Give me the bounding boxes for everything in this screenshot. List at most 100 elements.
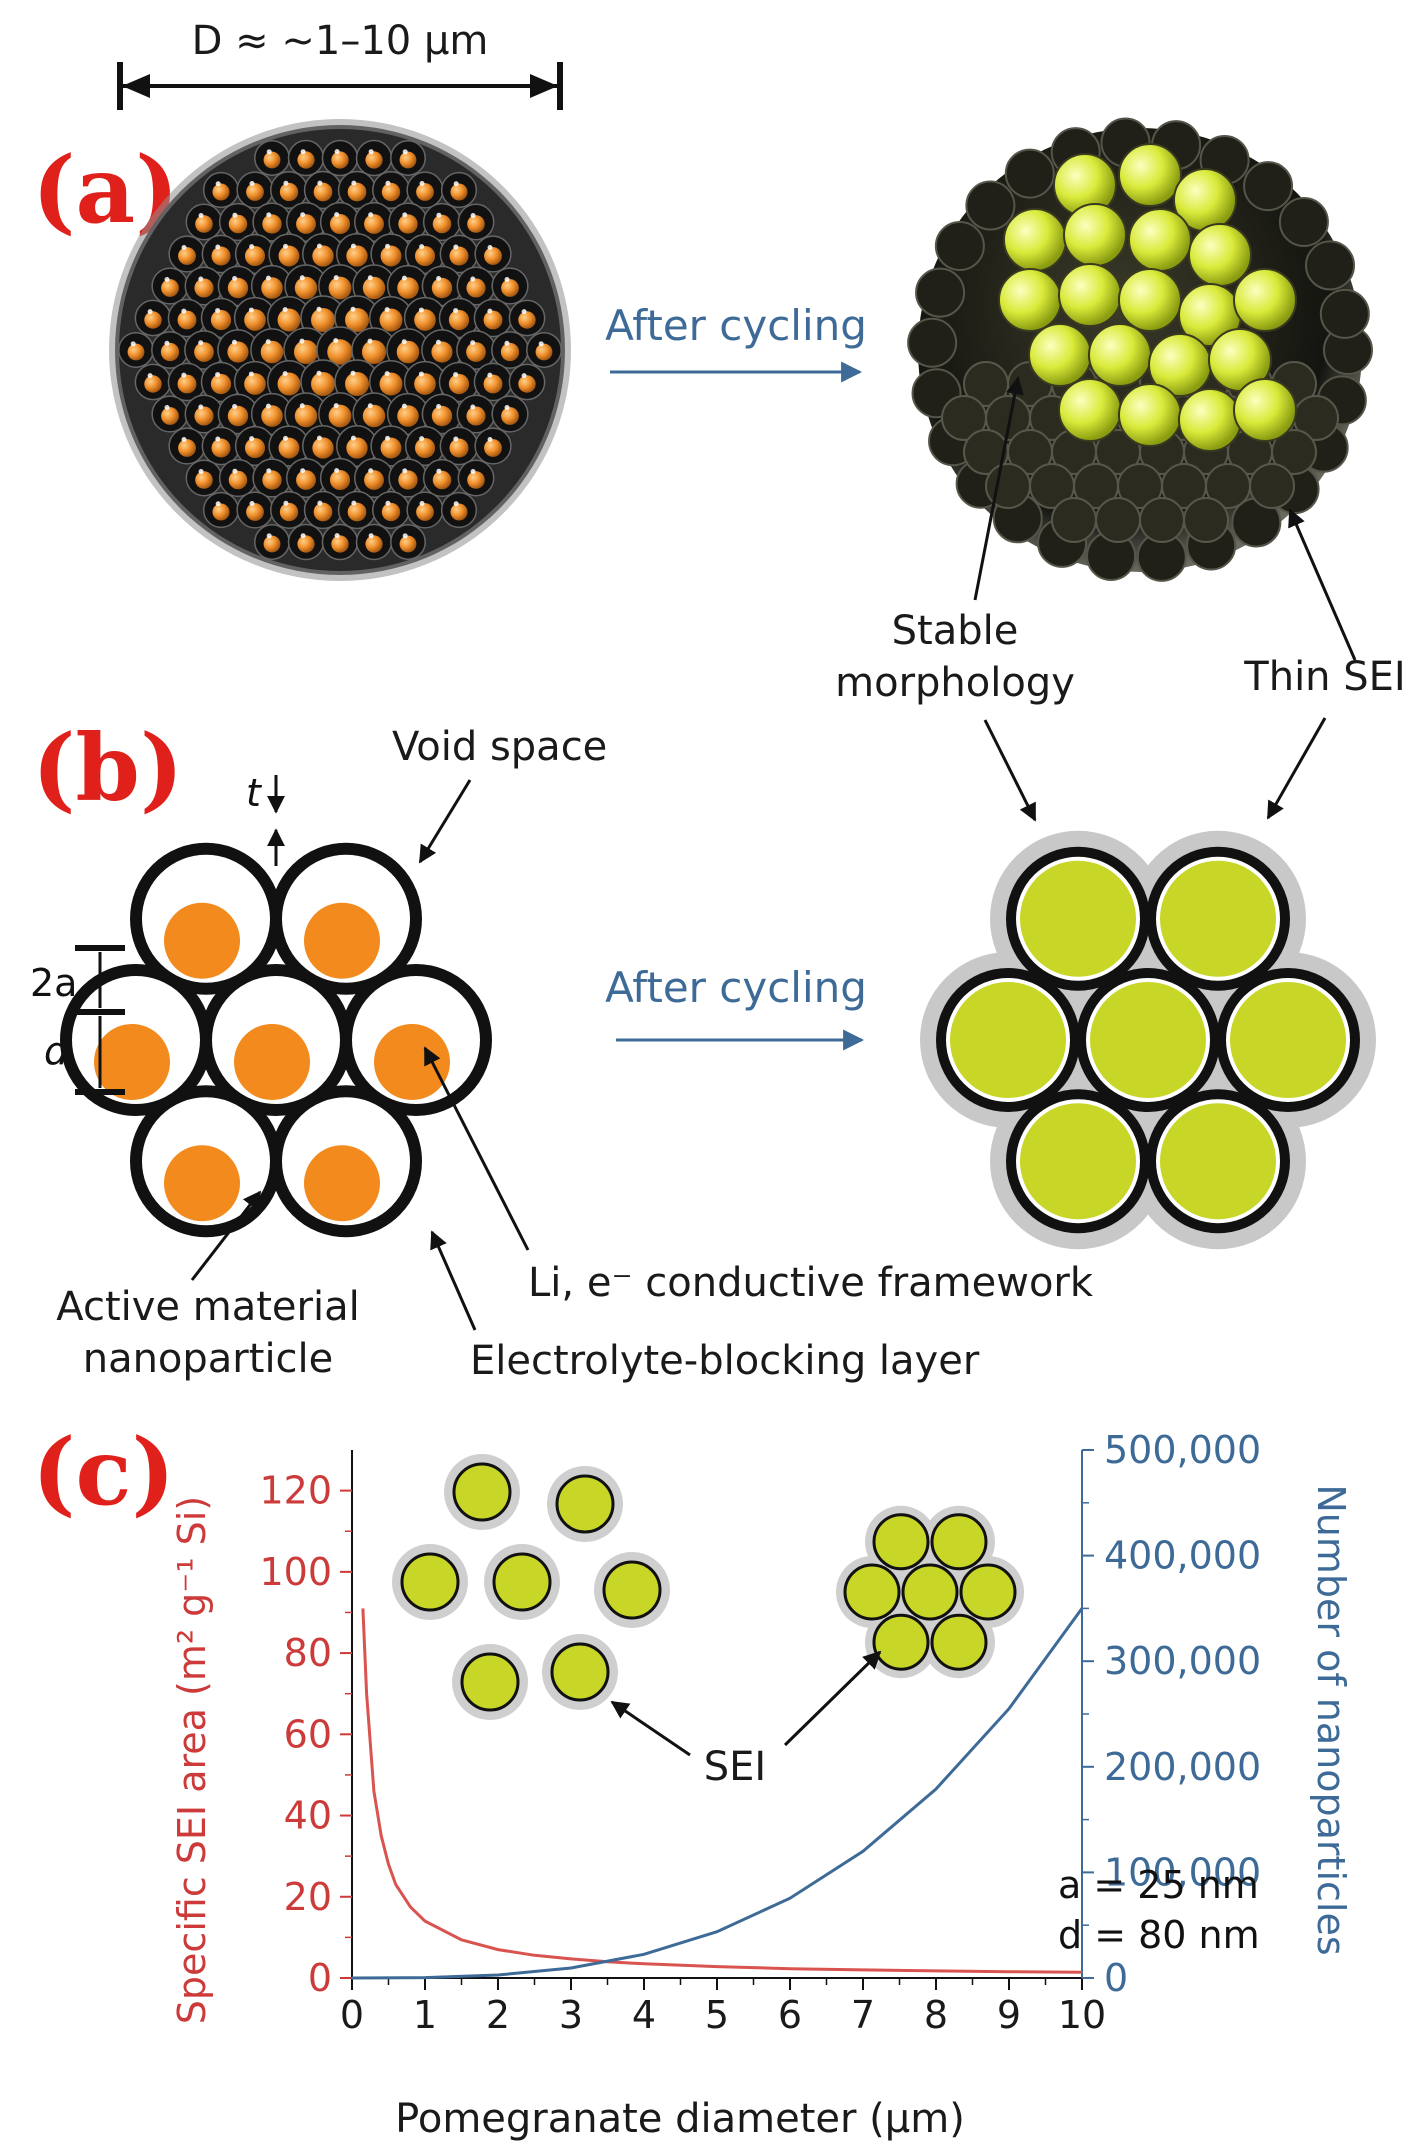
sei-bump	[1183, 497, 1229, 543]
active-nanoparticle	[448, 309, 470, 331]
highlight-dot	[401, 403, 407, 409]
x-tick-label: 5	[705, 1993, 729, 2037]
param-d: d = 80 nm	[1058, 1913, 1260, 1957]
y-right-axis-title: Number of nanoparticles	[1309, 1484, 1353, 1955]
active-nanoparticle	[466, 278, 486, 298]
active-nanoparticle	[416, 183, 434, 201]
highlight-dot	[470, 469, 476, 475]
active-nanoparticle	[277, 308, 301, 332]
active-nanoparticle	[304, 1145, 380, 1222]
active-nanoparticle	[397, 405, 419, 427]
highlight-dot	[435, 339, 441, 345]
cycled-nanoparticle	[1118, 268, 1182, 332]
highlight-dot	[215, 436, 221, 442]
highlight-dot	[385, 435, 391, 441]
highlight-dot	[181, 244, 187, 250]
two-a-label: 2a	[30, 961, 77, 1005]
active-nanoparticle	[161, 279, 179, 297]
sei-bump	[1271, 429, 1317, 475]
sei-arrows	[610, 1650, 882, 1757]
highlight-dot	[181, 308, 187, 314]
highlight-dot	[232, 468, 238, 474]
highlight-dot	[198, 340, 204, 346]
highlight-dot	[351, 500, 357, 506]
active-nanoparticle	[211, 246, 231, 266]
highlight-dot	[181, 372, 187, 378]
highlight-dot	[232, 276, 238, 282]
sei-bump	[934, 221, 985, 271]
y-right-tick-label: 100,000	[1104, 1850, 1261, 1894]
highlight-dot	[436, 404, 442, 410]
clustered-nanoparticle	[843, 1563, 901, 1621]
active-nanoparticle	[311, 308, 335, 332]
active-nanoparticle	[345, 308, 369, 332]
highlight-dot	[453, 181, 459, 187]
highlight-dot	[487, 244, 493, 250]
bare-nanoparticle	[400, 1552, 460, 1612]
highlight-dot	[436, 212, 442, 218]
highlight-dot	[504, 276, 510, 282]
active-nanoparticle	[144, 375, 162, 393]
active-nanoparticle	[294, 404, 318, 428]
active-nanoparticle	[227, 277, 249, 299]
highlight-dot	[265, 339, 271, 345]
active-nanoparticle	[362, 276, 386, 300]
active-nanoparticle	[379, 308, 403, 332]
active-nanoparticle	[414, 437, 436, 459]
highlight-dot	[299, 275, 305, 281]
cluster-after	[920, 830, 1376, 1250]
active-nanoparticle	[194, 406, 214, 426]
highlight-dot	[232, 212, 238, 218]
bare-nanoparticle	[452, 1462, 512, 1522]
highlight-dot	[299, 338, 305, 344]
cycled-nanoparticle	[1058, 378, 1122, 442]
active-nanoparticle	[381, 182, 401, 202]
sei-bump	[1051, 497, 1097, 543]
active-nanoparticle	[195, 471, 213, 489]
clustered-nanoparticle	[901, 1563, 959, 1621]
active-nanoparticle	[365, 535, 383, 553]
highlight-dot	[350, 370, 356, 376]
y-right-tick-label: 200,000	[1104, 1745, 1261, 1789]
y-left-tick-label: 80	[284, 1631, 332, 1675]
active-nanoparticle	[297, 535, 315, 553]
highlight-dot	[266, 468, 272, 474]
highlight-dot	[198, 404, 204, 410]
framework-arrow	[423, 1046, 530, 1251]
active-nanoparticle	[518, 311, 536, 329]
active-nanoparticle	[177, 310, 197, 330]
highlight-dot	[198, 213, 204, 219]
active-nanoparticle	[262, 470, 282, 490]
x-tick-label: 2	[486, 1993, 510, 2037]
active-nanoparticle	[327, 339, 353, 365]
highlight-dot	[317, 500, 323, 506]
highlight-dot	[487, 308, 493, 314]
active-nanoparticle	[227, 341, 249, 363]
highlight-dot	[401, 275, 407, 281]
panel-b-label: (b)	[32, 714, 183, 822]
expanded-nanoparticle	[1160, 1103, 1276, 1220]
active-nanoparticle	[414, 373, 436, 395]
after-cycling-label-b: After cycling	[605, 963, 867, 1012]
highlight-dot	[504, 404, 510, 410]
active-nanoparticle	[297, 151, 315, 169]
clustered-nanoparticle	[930, 1513, 988, 1571]
active-nanoparticle	[304, 902, 380, 979]
bare-nanoparticle	[555, 1474, 615, 1534]
y-right-tick-label: 400,000	[1104, 1534, 1261, 1578]
active-nanoparticle	[484, 247, 502, 265]
y-right-tick-label: 300,000	[1104, 1639, 1261, 1683]
active-nanoparticle	[483, 310, 503, 330]
highlight-dot	[436, 276, 442, 282]
active-nanoparticle	[432, 470, 452, 490]
highlight-dot	[181, 436, 187, 442]
active-nanoparticle	[278, 437, 300, 459]
active-nanoparticle	[244, 245, 266, 267]
highlight-dot	[316, 435, 322, 441]
highlight-dot	[164, 276, 170, 282]
highlight-dot	[521, 309, 527, 315]
highlight-dot	[367, 275, 373, 281]
param-a: a = 25 nm	[1058, 1863, 1259, 1907]
active-nanoparticle	[293, 339, 319, 365]
highlight-dot	[164, 404, 170, 410]
